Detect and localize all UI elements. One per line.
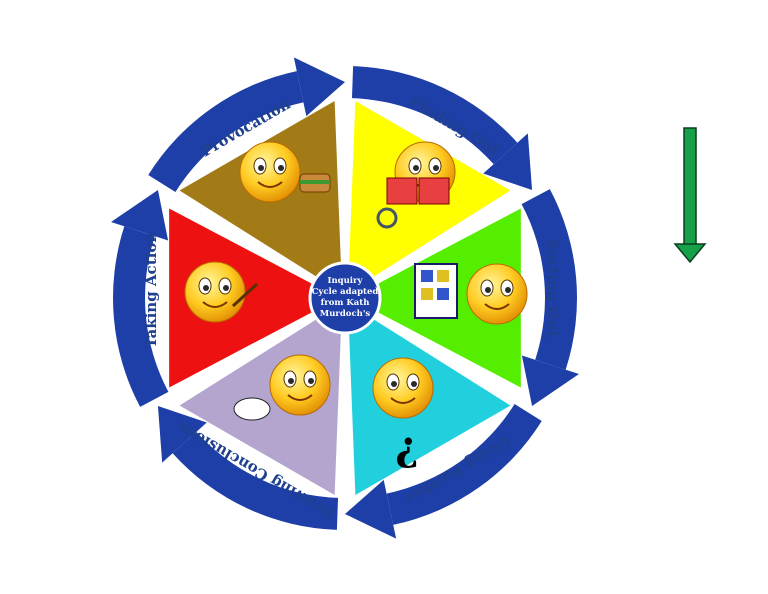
segment-label-sorting-out: Sorting Out <box>544 239 562 338</box>
center-text-line-1: Inquiry <box>328 276 364 286</box>
center-circle <box>308 261 382 335</box>
ring-arrowhead <box>483 133 533 190</box>
ring-arc <box>113 226 169 407</box>
idea-cloud-smiley-icon <box>233 354 331 421</box>
segment-drawing-conclusions <box>169 208 339 388</box>
center-text-line-3: from Kath <box>321 298 370 308</box>
center-text-line-4: Murdoch's <box>320 309 371 319</box>
svg-text:¿: ¿ <box>395 423 418 470</box>
ring-arc <box>521 189 578 370</box>
ring-arrowhead <box>521 355 579 406</box>
center-hub: Inquiry Cycle adapted from Kath Murdoch'… <box>308 261 382 335</box>
segment-label-taking-action: Taking Action <box>142 232 160 349</box>
ring-arc <box>351 66 518 165</box>
down-arrow-icon <box>673 127 707 264</box>
ring-arc <box>172 431 339 530</box>
reading-book-smiley-icon <box>376 141 456 229</box>
segment-icons: ¿ <box>184 141 528 470</box>
outer-cycle-ring <box>111 57 579 539</box>
ring-arrowhead <box>293 57 345 117</box>
ring-arrowhead <box>345 479 397 539</box>
ring-arrowhead <box>111 190 169 241</box>
ring-arrowhead <box>157 406 207 463</box>
ring-arc <box>386 403 542 525</box>
eating-sandwich-smiley-icon <box>239 141 331 203</box>
pointing-smiley-icon <box>184 261 259 323</box>
center-text-line-2: Cycle adapted <box>312 287 379 297</box>
question-mark-smiley-icon: ¿ <box>372 357 434 470</box>
sorting-board-smiley-icon <box>414 263 528 325</box>
ring-arc <box>148 71 304 193</box>
